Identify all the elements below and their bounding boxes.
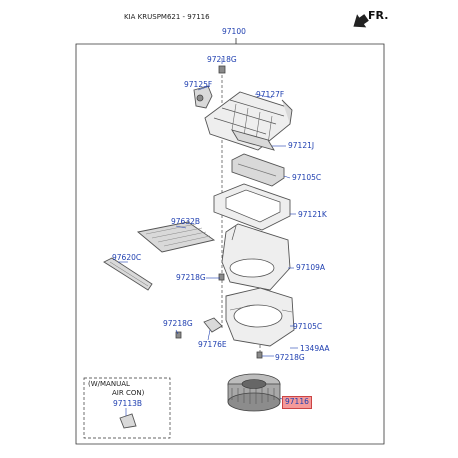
blower-case-97105c-lower bbox=[225, 287, 295, 347]
screw-bottom-icon bbox=[256, 351, 263, 359]
part-label-97113b[interactable]: 97113B bbox=[113, 399, 143, 408]
frame-97121k bbox=[213, 183, 291, 231]
part-label-97127f[interactable]: 97127F bbox=[256, 90, 285, 99]
part-label-97105c-upper[interactable]: 97105C bbox=[292, 173, 322, 182]
blower-case-97109a bbox=[221, 223, 291, 291]
part-label-97620c[interactable]: 97620C bbox=[112, 253, 142, 262]
screw-top-icon bbox=[218, 65, 226, 74]
inset-note-line2: AIR CON) bbox=[112, 389, 145, 397]
front-direction-label: FR. bbox=[368, 9, 389, 22]
actuator-97125f bbox=[193, 85, 213, 109]
screw-left-icon bbox=[175, 331, 182, 339]
part-label-97116[interactable]: 97116 bbox=[285, 397, 309, 406]
assembly-frame bbox=[75, 38, 385, 445]
part-label-97109a[interactable]: 97109A bbox=[296, 263, 325, 272]
part-97113b-icon bbox=[119, 413, 137, 429]
resistor-97176e bbox=[203, 317, 223, 333]
part-label-97218g-left[interactable]: 97218G bbox=[163, 319, 193, 328]
page-title: KIA KRUSPM621 - 97116 bbox=[124, 13, 210, 21]
upper-case-97127f bbox=[204, 91, 293, 151]
packing-97105c-upper bbox=[231, 153, 285, 187]
inset-box bbox=[83, 377, 171, 439]
part-label-97121j[interactable]: 97121J bbox=[288, 141, 315, 150]
inset-note-line1: (W/MANUAL bbox=[88, 380, 130, 388]
part-label-1349aa[interactable]: 1349AA bbox=[300, 344, 330, 353]
part-label-97105c-lower[interactable]: 97105C bbox=[293, 322, 323, 331]
selected-part-highlight bbox=[282, 396, 312, 409]
side-cover-97620c bbox=[103, 257, 153, 291]
part-label-97218g-top[interactable]: 97218G bbox=[207, 55, 237, 64]
part-label-97121k[interactable]: 97121K bbox=[298, 210, 327, 219]
assembly-label[interactable]: 97100 bbox=[222, 27, 246, 36]
part-label-97218g-bottom[interactable]: 97218G bbox=[275, 353, 305, 362]
front-direction-arrow-icon bbox=[353, 14, 369, 28]
part-label-97218g-mid[interactable]: 97218G bbox=[176, 273, 206, 282]
seal-97121j bbox=[231, 129, 275, 151]
screw-mid-icon bbox=[218, 273, 225, 281]
part-label-97176e[interactable]: 97176E bbox=[198, 340, 227, 349]
part-label-97125f[interactable]: 97125F bbox=[184, 80, 213, 89]
part-label-97632b[interactable]: 97632B bbox=[171, 217, 201, 226]
cabin-filter-97632b bbox=[136, 221, 216, 253]
blower-motor-97116 bbox=[227, 373, 281, 412]
